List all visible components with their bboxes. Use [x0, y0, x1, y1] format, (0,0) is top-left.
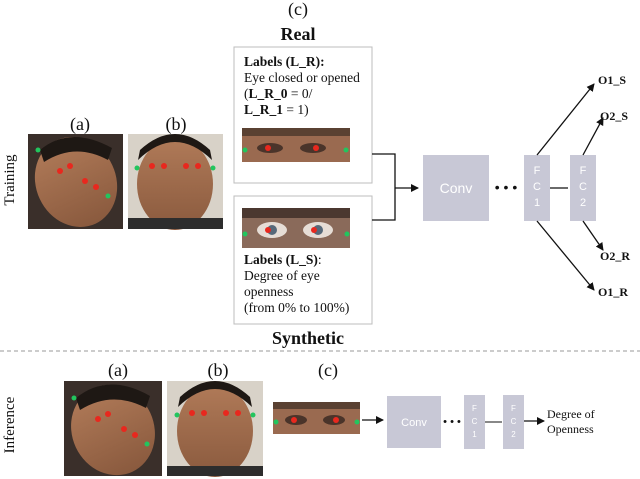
panel-label-c-train: (c) — [288, 0, 308, 20]
panel-label-b-infer: (b) — [208, 360, 229, 381]
landmark-dot — [313, 145, 319, 151]
landmark-dot — [134, 165, 140, 171]
landmark-dot — [250, 412, 256, 418]
landmark-dot — [223, 410, 229, 416]
fc2-block-infer — [503, 395, 524, 449]
landmark-dot — [144, 441, 150, 447]
landmark-dot — [71, 395, 77, 401]
landmark-dot — [149, 163, 155, 169]
panel-label-c-infer: (c) — [318, 360, 338, 381]
output-o1-r: O1_R — [598, 285, 628, 299]
panel-label-a-train: (a) — [70, 114, 90, 135]
synthetic-label: Synthetic — [272, 328, 344, 348]
landmark-dot — [333, 417, 339, 423]
real-box-title: Labels (L_R): — [244, 54, 325, 69]
real-box-line1: Eye closed or opened — [244, 70, 360, 85]
fc1-infer-1: 1 — [472, 430, 477, 439]
inference-side-label: Inference — [2, 396, 18, 453]
landmark-dot — [291, 417, 297, 423]
conv-block-train — [423, 155, 489, 221]
face-image-b-infer — [167, 381, 263, 477]
output-o2-r: O2_R — [600, 249, 630, 263]
real-box-line2: (L_R_0 = 0/ — [244, 86, 313, 101]
landmark-dot — [57, 168, 63, 174]
landmark-dot — [311, 227, 317, 233]
landmark-dot — [35, 147, 41, 153]
fc2-block-train — [570, 155, 596, 221]
fc1-block-train — [524, 155, 550, 221]
landmark-dot — [93, 184, 99, 190]
landmark-dot — [174, 412, 180, 418]
landmark-dot — [201, 410, 207, 416]
landmark-dot — [354, 419, 360, 425]
landmark-dot — [95, 416, 101, 422]
eye-crop-infer — [273, 402, 360, 434]
conv-block-infer — [387, 396, 441, 448]
landmark-dot — [67, 163, 73, 169]
landmark-dot — [105, 411, 111, 417]
face-image-a-infer — [64, 381, 162, 476]
landmark-dot — [183, 163, 189, 169]
fc1-block-infer — [464, 395, 485, 449]
real-label-text: Labels (L_R): Eye closed or opened (L_R_… — [244, 54, 370, 118]
landmark-dot — [265, 227, 271, 233]
conv-block-infer-label: Conv — [401, 417, 427, 429]
landmark-dot — [82, 178, 88, 184]
landmark-dot — [121, 426, 127, 432]
landmark-dot — [242, 231, 248, 237]
landmark-dot — [105, 193, 111, 199]
landmark-dot — [210, 165, 216, 171]
real-label: Real — [281, 24, 316, 44]
landmark-dot — [265, 145, 271, 151]
landmark-dot — [235, 410, 241, 416]
real-box-line3: L_R_1 = 1) — [244, 102, 309, 117]
synthetic-box-line2: openness — [244, 284, 294, 299]
landmark-dot — [344, 231, 350, 237]
fc2-letter-2: 2 — [580, 197, 586, 209]
face-image-b-train — [128, 134, 223, 230]
output-arrows — [536, 83, 604, 291]
merge-connector — [372, 153, 419, 221]
landmark-dot — [343, 147, 349, 153]
landmark-dot — [132, 432, 138, 438]
dots-infer: • • • — [443, 416, 461, 428]
face-image-a-train — [28, 134, 123, 229]
synthetic-box-line3: (from 0% to 100%) — [244, 300, 350, 315]
training-side-label: Training — [2, 154, 18, 206]
infer-output-line1: Degree of — [547, 407, 595, 421]
eye-crop-real — [242, 128, 350, 162]
fc1-letter-f: F — [534, 165, 541, 177]
fc1-letter-c: C — [533, 181, 541, 193]
synthetic-box-line1: Degree of eye — [244, 268, 320, 283]
synthetic-box-title: Labels (L_S): — [244, 252, 322, 267]
fc2-letter-c: C — [579, 181, 587, 193]
output-o2-s: O2_S — [600, 109, 628, 123]
fc1-infer-c: C — [472, 417, 478, 426]
landmark-dot — [195, 163, 201, 169]
landmark-dot — [242, 147, 248, 153]
infer-output-line2: Openness — [547, 422, 594, 436]
fc2-letter-f: F — [580, 165, 587, 177]
dots-train: • • • — [495, 179, 518, 195]
eye-crop-synthetic — [242, 208, 350, 248]
panel-label-a-infer: (a) — [108, 360, 128, 381]
panel-label-b-train: (b) — [166, 114, 187, 135]
landmark-dot — [161, 163, 167, 169]
fc2-infer-2: 2 — [511, 430, 516, 439]
conv-block-train-label: Conv — [440, 180, 473, 196]
landmark-dot — [189, 410, 195, 416]
synthetic-label-text: Labels (L_S): Degree of eye openness (fr… — [244, 252, 370, 316]
output-o1-s: O1_S — [598, 73, 626, 87]
fc2-infer-c: C — [511, 417, 517, 426]
fc2-infer-f: F — [511, 404, 516, 413]
fc1-letter-1: 1 — [534, 197, 540, 209]
landmark-dot — [273, 419, 279, 425]
fc1-infer-f: F — [472, 404, 477, 413]
